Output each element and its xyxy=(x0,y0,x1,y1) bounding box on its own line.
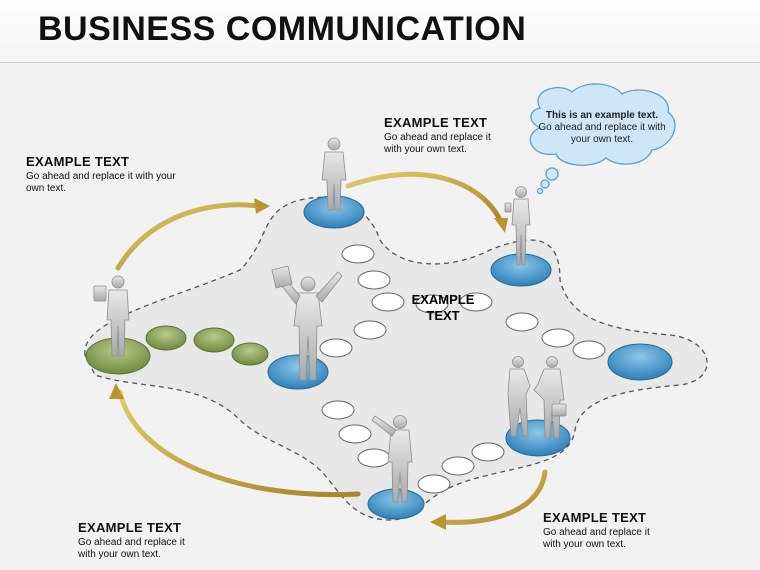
person-icon-top xyxy=(321,137,347,211)
page-title: BUSINESS COMMUNICATION xyxy=(38,10,527,48)
bottom-left-heading: EXAMPLE TEXT xyxy=(78,520,182,535)
top-left-body: Go ahead and replace it with your own te… xyxy=(26,171,176,194)
top-left-heading: EXAMPLE TEXT xyxy=(26,154,130,169)
thought-bubble-title: This is an example text. xyxy=(545,110,659,121)
person-icon-handshake xyxy=(507,356,567,439)
person-icon-celebrating xyxy=(271,265,343,381)
arrow-heads xyxy=(109,198,508,530)
top-mid-body: Go ahead and replace it with your own te… xyxy=(384,132,491,155)
top-mid-heading: EXAMPLE TEXT xyxy=(384,115,488,130)
bottom-left-body: Go ahead and replace it with your own te… xyxy=(78,537,185,560)
thought-bubble-body: Go ahead and replace it with your own te… xyxy=(538,122,666,145)
stepping-stones xyxy=(319,244,606,494)
header-bar: BUSINESS COMMUNICATION xyxy=(0,0,760,63)
person-icon-reader xyxy=(93,275,130,357)
green-discs xyxy=(85,325,269,375)
center-label: EXAMPLE TEXT xyxy=(398,292,488,324)
center-label-line2: TEXT xyxy=(426,308,460,323)
person-icon-pointing xyxy=(371,415,413,503)
thought-bubble xyxy=(529,83,676,195)
person-figures xyxy=(93,137,567,503)
thought-bubble-text: This is an example text. Go ahead and re… xyxy=(528,110,676,146)
person-icon-woman-phone xyxy=(504,186,531,266)
center-label-line1: EXAMPLE xyxy=(411,292,475,307)
bottom-right-heading: EXAMPLE TEXT xyxy=(543,510,647,525)
bottom-right-body: Go ahead and replace it with your own te… xyxy=(543,527,650,550)
curved-arrows xyxy=(115,171,548,525)
